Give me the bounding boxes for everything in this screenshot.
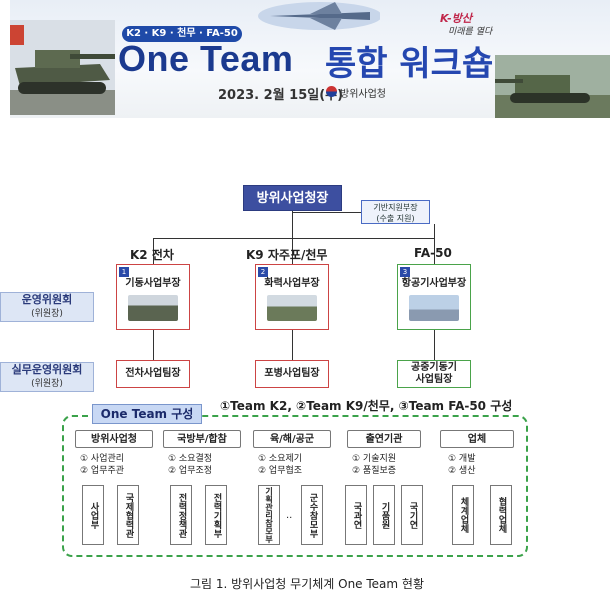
tank-left-image: [10, 20, 115, 115]
working-committee-sub: (위원장): [31, 379, 63, 389]
role: ① 소요결정: [168, 454, 213, 464]
dapa-logo-icon: [326, 86, 337, 97]
tank-icon: [128, 295, 178, 321]
connector: [292, 211, 293, 264]
unit-box: 기획관리참모부: [258, 485, 280, 545]
working-committee-label: 실무운영위원회 (위원장): [0, 362, 94, 392]
group-head-mnd: 국방부/합참: [163, 430, 241, 448]
dept-label: 기동사업부장: [125, 278, 181, 289]
unit-box: 군수참모부: [301, 485, 323, 545]
badge-2: 2: [258, 267, 268, 277]
unit-box: 체계업체: [452, 485, 474, 545]
connector: [292, 330, 293, 360]
unit-box: 협력업체: [490, 485, 512, 545]
howitzer-image: [495, 55, 610, 118]
dept-label: 화력사업부장: [264, 278, 320, 289]
group-head-industry: 업체: [440, 430, 514, 448]
unit-box: 기품원: [373, 485, 395, 545]
unit-box: 국기연: [401, 485, 423, 545]
one-team-label: One Team 구성: [92, 404, 202, 424]
team-box-k9: 포병사업팀장: [255, 360, 329, 388]
k-defense-mark: K-방산: [440, 12, 472, 25]
one-team-desc: ①Team K2, ②Team K9/천무, ③Team FA-50 구성: [220, 399, 513, 413]
group-head-institutes: 출연기관: [347, 430, 421, 448]
team-label-line2: 사업팀장: [415, 374, 453, 385]
col-title-k9: K9 자주포/천무: [246, 248, 328, 262]
dept-box-fa50: 3 항공기사업부장: [397, 264, 471, 330]
unit-box: 전력정책관: [170, 485, 192, 545]
jet-image: [258, 2, 380, 30]
committee-label: 운영위원회 (위원장): [0, 292, 94, 322]
banner-title-ko: 통합 워크숍: [325, 44, 494, 84]
banner-date: 2023. 2월 15일(수): [218, 88, 344, 103]
col-title-k2: K2 전차: [130, 248, 174, 262]
group-roles: ① 소요결정 ② 업무조정: [168, 453, 212, 477]
connector: [153, 238, 154, 264]
support-box: 기반지원부장 (수출 지원): [361, 200, 430, 224]
dept-box-k9: 2 화력사업부장: [255, 264, 329, 330]
role: ① 기술지원: [352, 454, 397, 464]
badge-3: 3: [400, 267, 410, 277]
weapon-systems-pill: K2 · K9 · 천무 · FA-50: [122, 26, 242, 42]
team-box-k2: 전차사업팀장: [116, 360, 190, 388]
support-title: 기반지원부장: [373, 203, 418, 212]
group-roles: ① 사업관리 ② 업무주관: [80, 453, 124, 477]
role: ② 업무협조: [258, 466, 303, 476]
role: ② 업무주관: [80, 466, 125, 476]
group-head-dapa: 방위사업청: [75, 430, 153, 448]
col-title-fa50: FA-50: [414, 246, 452, 260]
team-box-fa50: 공중기동기 사업팀장: [397, 360, 471, 388]
group-roles: ① 개발 ② 생산: [448, 453, 476, 477]
connector: [434, 330, 435, 360]
team-label-line1: 공중기동기: [411, 362, 457, 373]
ellipsis: ..: [286, 510, 293, 521]
role: ② 업무조정: [168, 466, 213, 476]
connector: [434, 224, 435, 264]
badge-1: 1: [119, 267, 129, 277]
group-head-military: 육/해/공군: [253, 430, 331, 448]
unit-box: 전력기획부: [205, 485, 227, 545]
connector: [153, 330, 154, 360]
hq-box: 방위사업청장: [243, 185, 342, 211]
jet-icon: [409, 295, 459, 321]
support-sub: (수출 지원): [376, 214, 415, 223]
figure-caption: 그림 1. 방위사업청 무기체계 One Team 현황: [189, 577, 424, 591]
banner-org: 방위사업청: [340, 89, 386, 100]
connector: [153, 238, 435, 239]
k-defense-slogan: 미래를 열다: [448, 27, 493, 37]
unit-box: 국과연: [345, 485, 367, 545]
artillery-icon: [267, 295, 317, 321]
committee-sub: (위원장): [31, 309, 63, 319]
role: ② 품질보증: [352, 466, 397, 476]
workshop-banner: K2 · K9 · 천무 · FA-50 One Team 통합 워크숍 202…: [10, 0, 610, 118]
group-roles: ① 기술지원 ② 품질보증: [352, 453, 396, 477]
banner-title-en: One Team: [118, 38, 294, 79]
role: ① 소요제기: [258, 454, 303, 464]
group-roles: ① 소요제기 ② 업무협조: [258, 453, 302, 477]
one-team-frame: [62, 415, 528, 557]
dept-label: 항공기사업부장: [401, 278, 467, 289]
role: ① 사업관리: [80, 454, 125, 464]
role: ② 생산: [448, 466, 476, 476]
committee-title: 운영위원회: [21, 293, 73, 306]
dept-box-k2: 1 기동사업부장: [116, 264, 190, 330]
role: ① 개발: [448, 454, 476, 464]
working-committee-title: 실무운영위원회: [11, 363, 83, 376]
unit-box: 사업부: [82, 485, 104, 545]
unit-box: 국제협력관: [117, 485, 139, 545]
connector: [292, 212, 361, 213]
